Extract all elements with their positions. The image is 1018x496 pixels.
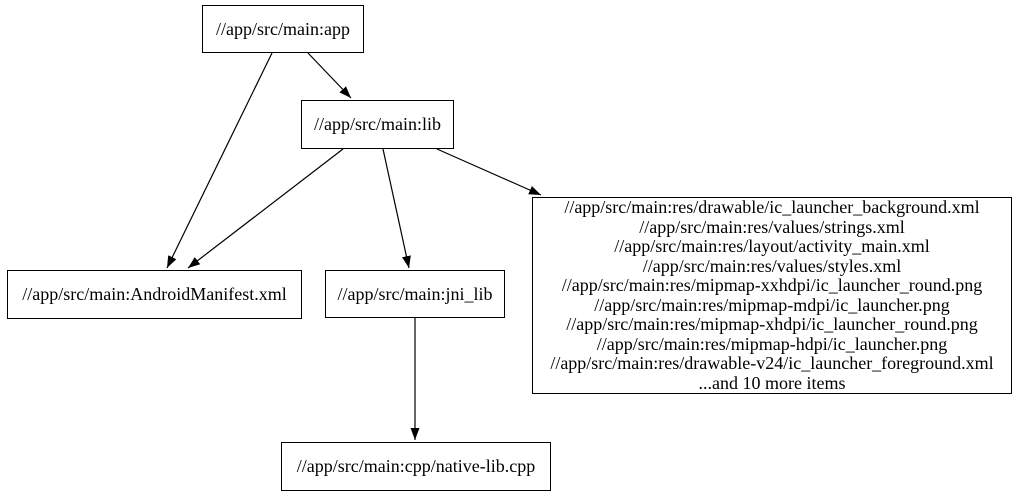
- graph-node-native-lib-cpp: //app/src/main:cpp/native-lib.cpp: [281, 442, 551, 491]
- graph-node-android-manifest: //app/src/main:AndroidManifest.xml: [7, 270, 302, 319]
- res-group-line: //app/src/main:res/drawable/ic_launcher_…: [564, 197, 980, 217]
- edge-lib-to-res-group: [436, 148, 542, 196]
- graph-node-native-lib-cpp-label: //app/src/main:cpp/native-lib.cpp: [296, 456, 536, 476]
- res-group-line: //app/src/main:res/drawable-v24/ic_launc…: [550, 353, 994, 373]
- edge-lib-to-manifest: [187, 148, 344, 269]
- res-group-line: //app/src/main:res/values/strings.xml: [639, 216, 905, 237]
- graph-node-lib: //app/src/main:lib: [301, 100, 454, 149]
- graph-node-jni-lib: //app/src/main:jni_lib: [325, 270, 505, 318]
- graph-node-res-group: //app/src/main:res/drawable/ic_launcher_…: [532, 197, 1012, 394]
- res-group-line: //app/src/main:res/mipmap-xhdpi/ic_launc…: [566, 314, 978, 334]
- edge-app-to-lib: [307, 52, 352, 99]
- res-group-line: //app/src/main:res/values/styles.xml: [642, 255, 902, 276]
- graph-node-app: //app/src/main:app: [202, 5, 364, 53]
- graph-node-jni-lib-label: //app/src/main:jni_lib: [337, 283, 493, 304]
- graph-node-android-manifest-label: //app/src/main:AndroidManifest.xml: [22, 284, 287, 304]
- res-group-line: //app/src/main:res/mipmap-mdpi/ic_launch…: [594, 294, 950, 315]
- res-group-line: //app/src/main:res/mipmap-hdpi/ic_launch…: [596, 333, 948, 354]
- graph-node-lib-label: //app/src/main:lib: [314, 114, 441, 134]
- res-group-line: //app/src/main:res/mipmap-xxhdpi/ic_laun…: [561, 275, 983, 295]
- graph-node-app-label: //app/src/main:app: [216, 18, 350, 39]
- edge-app-to-manifest: [166, 52, 273, 269]
- res-group-more-items: ...and 10 more items: [698, 372, 846, 393]
- res-group-line: //app/src/main:res/layout/activity_main.…: [614, 236, 930, 256]
- edge-lib-to-jni-lib: [382, 148, 411, 269]
